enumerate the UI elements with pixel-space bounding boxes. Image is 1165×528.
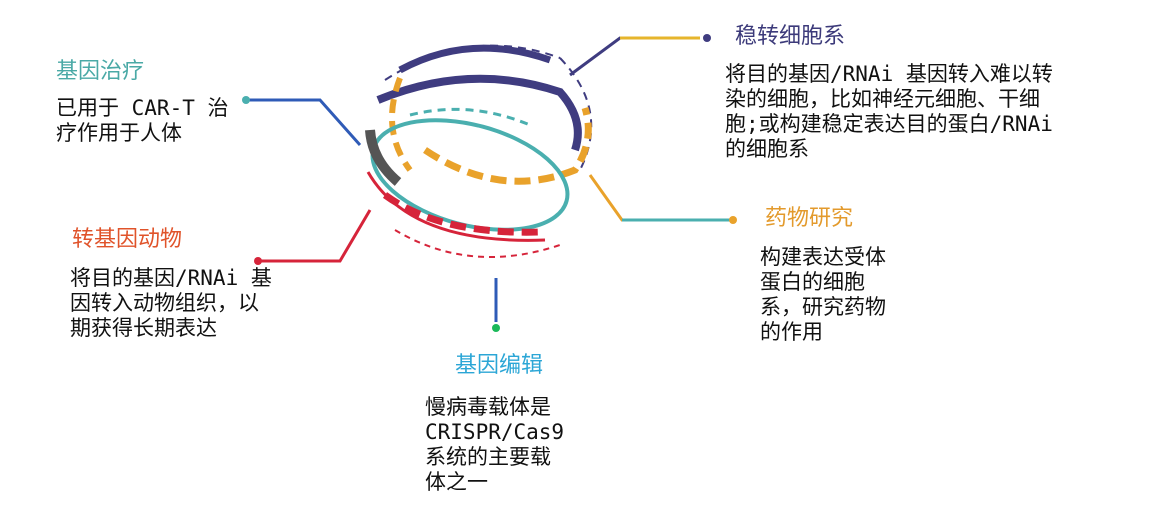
stable-cell-line-text: 将目的基因/RNAi 基因转入难以转 染的细胞，比如神经元细胞、干细 胞;或构建… [725, 62, 1053, 162]
gray-band [365, 129, 402, 186]
red-band-dashed [382, 192, 541, 236]
dot-gene-therapy [242, 96, 250, 104]
stable-cell-line-title: 稳转细胞系 [735, 24, 846, 49]
dot-stable-cell-line [703, 34, 711, 42]
transgenic-animals-line: 将目的基因/RNAi 基 [70, 266, 272, 290]
drug-research-line: 蛋白的细胞 [760, 270, 865, 294]
dot-transgenic [254, 257, 262, 265]
gene-therapy-line: 疗作用于人体 [56, 121, 182, 145]
drug-research-line: 构建表达受体 [760, 245, 886, 269]
stable-cell-line-line: 的细胞系 [725, 137, 809, 161]
transgenic-animals-line: 因转入动物组织，以 [70, 291, 259, 315]
transgenic-animals-line: 期获得长期表达 [70, 316, 217, 340]
connector-gene-therapy [246, 98, 362, 146]
sphere-outline-top-dashed [384, 44, 561, 81]
sphere-outline-right-dashed [559, 57, 593, 171]
drug-research-line: 系，研究药物 [760, 295, 886, 319]
gene-editing-line: CRISPR/Cas9 [425, 420, 565, 444]
gene-therapy-line: 已用于 CAR-T 治 [56, 96, 229, 120]
stable-cell-line-line: 染的细胞，比如神经元细胞、干细 [725, 87, 1040, 111]
drug-research-text: 构建表达受体 蛋白的细胞 系，研究药物 的作用 [760, 245, 886, 345]
dot-drug-research [729, 216, 737, 224]
stable-cell-line-line: 胞;或构建稳定表达目的蛋白/RNAi [725, 112, 1053, 136]
transgenic-animals-title: 转基因动物 [72, 227, 183, 252]
gene-editing-title: 基因编辑 [455, 353, 544, 378]
teal-band-dashed [409, 107, 531, 127]
gene-editing-line: 系统的主要载 [425, 445, 551, 469]
red-band-solid [366, 171, 546, 242]
transgenic-animals-text: 将目的基因/RNAi 基 因转入动物组织，以 期获得长期表达 [70, 266, 272, 341]
connector-stable-cell-line [569, 36, 700, 77]
navy-band-middle [376, 74, 582, 152]
drug-research-title: 药物研究 [765, 206, 854, 231]
gene-editing-line: 慢病毒载体是 [425, 395, 551, 419]
orange-band-main [423, 106, 592, 185]
gene-editing-text: 慢病毒载体是 CRISPR/Cas9 系统的主要载 体之一 [425, 395, 564, 495]
connector-drug-research [588, 174, 730, 222]
gene-therapy-title: 基因治疗 [56, 59, 145, 84]
navy-band-top [398, 44, 552, 74]
gene-editing-line: 体之一 [425, 470, 488, 494]
dot-gene-editing [492, 324, 500, 332]
drug-research-line: 的作用 [760, 320, 823, 344]
stable-cell-line-line: 将目的基因/RNAi 基因转入难以转 [725, 62, 1053, 86]
gene-therapy-text: 已用于 CAR-T 治 疗作用于人体 [56, 96, 229, 146]
connector-transgenic [258, 209, 372, 263]
